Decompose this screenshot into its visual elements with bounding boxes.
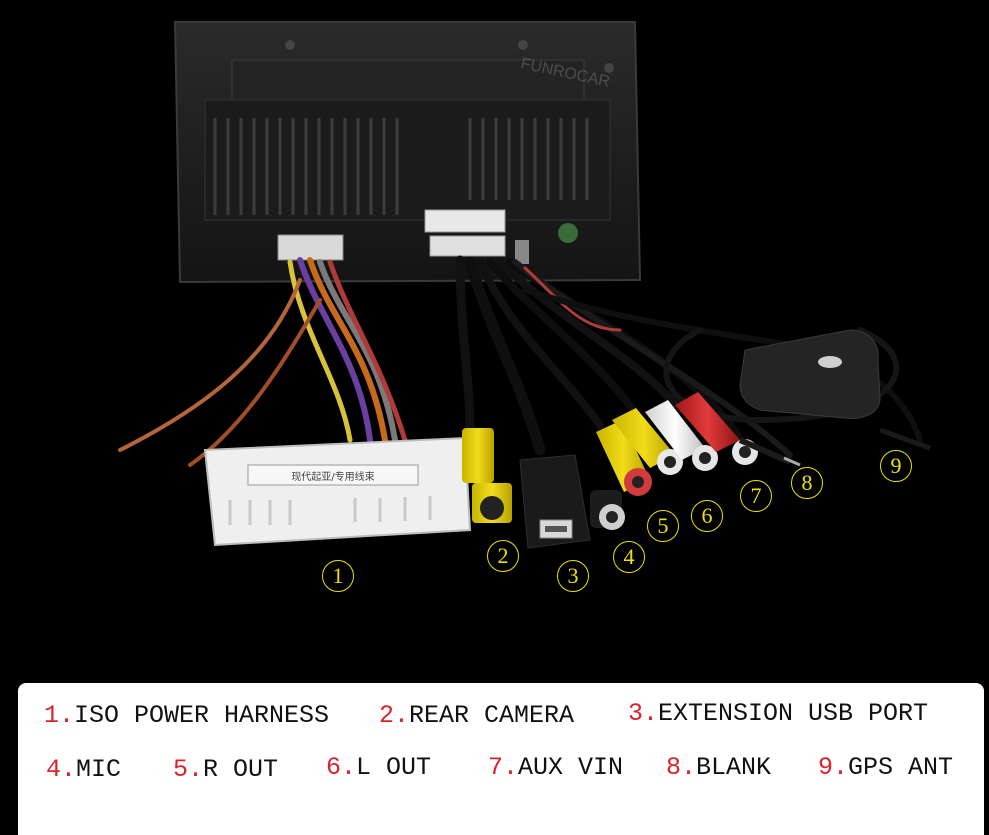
callout-3: 3 — [557, 560, 589, 592]
legend-item-mic: 4.MIC — [46, 755, 121, 784]
legend-number: 7. — [488, 753, 519, 782]
iso-connector: 现代起亚/专用线束 — [203, 436, 472, 547]
callout-1: 1 — [322, 560, 354, 592]
legend-label: ISO POWER HARNESS — [74, 701, 330, 730]
legend-label: MIC — [76, 755, 122, 784]
legend-label: R OUT — [203, 755, 279, 784]
wiring-harness-photo: 现代起亚/专用线束 — [118, 21, 931, 549]
callout-4: 4 — [613, 541, 645, 573]
callout-7: 7 — [740, 480, 772, 512]
legend-item-blank: 8.BLANK — [666, 753, 771, 782]
callout-5: 5 — [647, 510, 679, 542]
legend-number: 2. — [379, 701, 410, 730]
callout-2: 2 — [487, 540, 519, 572]
legend-label: REAR CAMERA — [409, 701, 575, 730]
callout-6: 6 — [691, 500, 723, 532]
legend-label: L OUT — [356, 753, 432, 782]
legend-number: 5. — [173, 755, 204, 784]
legend-number: 1. — [44, 701, 75, 730]
legend-item-r-out: 5.R OUT — [173, 755, 278, 784]
legend-number: 3. — [628, 699, 659, 728]
rear-camera-plug — [462, 428, 512, 523]
blank-wire-end — [738, 437, 801, 467]
legend-label: BLANK — [696, 753, 772, 782]
legend-item-rear-camera: 2.REAR CAMERA — [379, 701, 574, 730]
legend-number: 6. — [326, 753, 357, 782]
usb-port-plug — [519, 454, 591, 549]
mic-plug — [590, 490, 625, 530]
aux-white-plug — [645, 400, 718, 471]
legend-item-extension-usb-port: 3.EXTENSION USB PORT — [628, 699, 928, 728]
legend-number: 8. — [666, 753, 697, 782]
legend-item-aux-vin: 7.AUX VIN — [488, 753, 623, 782]
legend-label: EXTENSION USB PORT — [658, 699, 929, 728]
legend-item-gps-ant: 9.GPS ANT — [818, 753, 953, 782]
legend-label: GPS ANT — [848, 753, 954, 782]
legend-item-iso-power-harness: 1.ISO POWER HARNESS — [44, 701, 329, 730]
legend-item-l-out: 6.L OUT — [326, 753, 431, 782]
legend-number: 9. — [818, 753, 849, 782]
l-out-plug — [612, 408, 683, 475]
legend-panel: 1.ISO POWER HARNESS 2.REAR CAMERA 3.EXTE… — [18, 683, 984, 835]
legend-label: AUX VIN — [518, 753, 624, 782]
wire-bundle — [118, 255, 923, 467]
head-unit — [173, 21, 642, 284]
legend-number: 4. — [46, 755, 77, 784]
r-out-plug — [596, 420, 652, 496]
callout-9: 9 — [880, 450, 912, 482]
callout-8: 8 — [791, 467, 823, 499]
connector-label: 现代起亚/专用线束 — [291, 470, 374, 483]
gps-antenna — [739, 329, 931, 451]
